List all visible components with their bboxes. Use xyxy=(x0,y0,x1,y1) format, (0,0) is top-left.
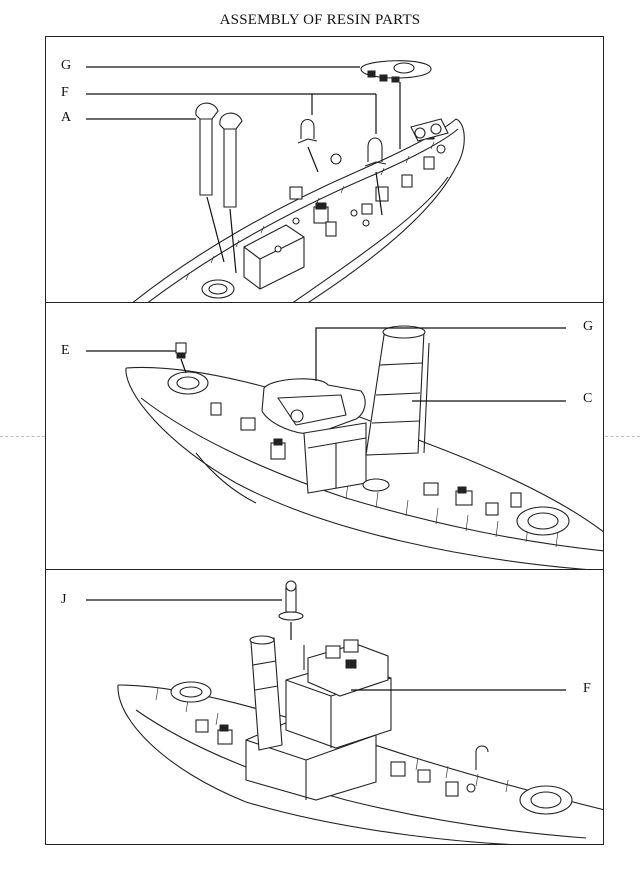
callout-label-C: C xyxy=(583,391,593,406)
callout-label-F: F xyxy=(61,85,69,100)
bow-deck-illustration xyxy=(86,60,465,302)
callout-label-G: G xyxy=(61,58,72,73)
callout-label-E: E xyxy=(61,343,70,358)
scan-artifact-right xyxy=(605,436,640,437)
assembly-panel-1: G F A xyxy=(45,36,604,303)
callout-label-J: J xyxy=(61,592,67,607)
callout-label-F: F xyxy=(583,681,591,696)
callout-label-G: G xyxy=(583,319,594,334)
document-title: ASSEMBLY OF RESIN PARTS xyxy=(219,12,421,28)
scan-artifact-left xyxy=(0,436,45,437)
callout-label-A: A xyxy=(61,110,72,125)
assembly-panel-2: E G C xyxy=(45,302,604,570)
funnel-bridge-illustration xyxy=(86,325,603,569)
assembly-panel-3: J F xyxy=(45,569,604,845)
superstructure-illustration xyxy=(86,580,603,844)
